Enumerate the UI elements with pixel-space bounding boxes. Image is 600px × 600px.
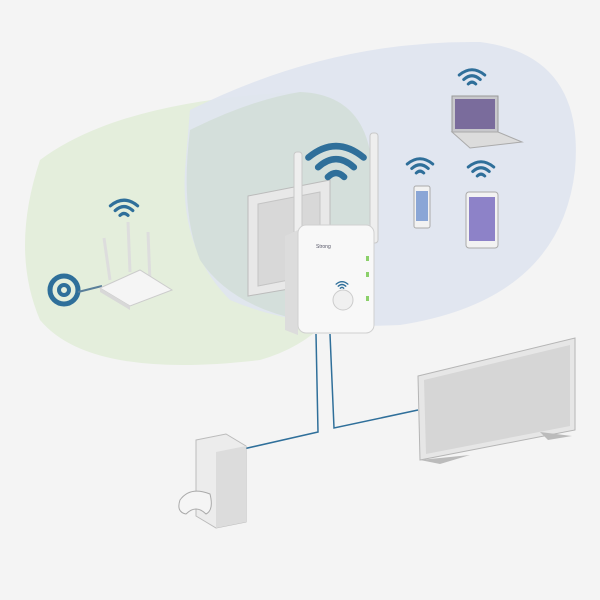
at-sign-icon: [47, 273, 103, 307]
brand-logo: Strong: [316, 244, 331, 250]
smartphone-icon: [413, 185, 431, 229]
range-extender-icon: Strong: [285, 224, 375, 335]
router-icon: [98, 221, 174, 310]
laptop-icon: [450, 95, 524, 149]
cable-to-console: [229, 333, 319, 453]
tablet-icon: [465, 191, 499, 249]
game-console-icon: [178, 433, 247, 529]
tv-icon: [417, 337, 576, 464]
cable-to-tv: [329, 333, 419, 429]
